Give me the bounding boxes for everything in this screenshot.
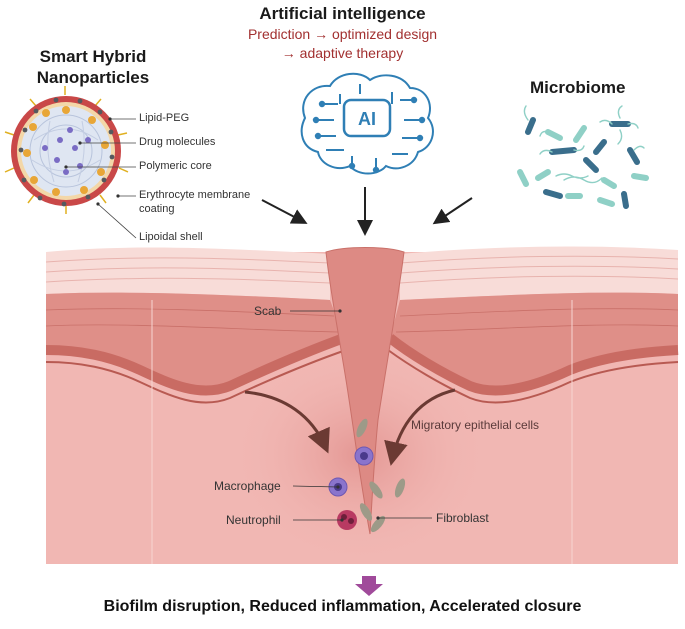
skin-cross-section: [45, 246, 679, 565]
nanoparticles-title: Smart Hybrid Nanoparticles: [18, 46, 168, 88]
label-neutrophil: Neutrophil: [226, 513, 281, 527]
ai-brain-label: AI: [358, 109, 376, 129]
label-polymeric-core: Polymeric core: [139, 160, 212, 172]
label-lipid-peg: Lipid-PEG: [139, 112, 190, 124]
label-erythrocyte-membrane: Erythrocyte membrane: [139, 189, 251, 201]
nanoparticle-icon: [4, 86, 129, 214]
bacteria-icon: [517, 105, 649, 209]
ai-subtitle-line2: → adaptive therapy: [281, 45, 404, 61]
ai-title: Artificial intelligence: [259, 4, 426, 23]
label-drug-molecules: Drug molecules: [139, 136, 216, 148]
nanoparticles-title-line2: Nanoparticles: [36, 68, 150, 87]
label-scab: Scab: [254, 304, 282, 318]
label-lipoidal-shell: Lipoidal shell: [139, 231, 203, 243]
nanoparticles-title-line1: Smart Hybrid: [39, 47, 147, 66]
neutrophil-icon: [337, 510, 357, 530]
label-migratory-epithelial-cells: Migratory epithelial cells: [411, 418, 540, 432]
label-coating: coating: [139, 203, 175, 215]
ai-subtitle-line1: Prediction → optimized design: [247, 26, 438, 42]
microbiome-title: Microbiome: [530, 78, 626, 97]
conclusion-text: Biofilm disruption, Reduced inflammation…: [103, 598, 582, 615]
label-fibroblast: Fibroblast: [436, 511, 489, 525]
label-macrophage: Macrophage: [214, 479, 281, 493]
result-arrow-icon: [355, 576, 383, 596]
ai-brain-icon: [300, 72, 434, 175]
